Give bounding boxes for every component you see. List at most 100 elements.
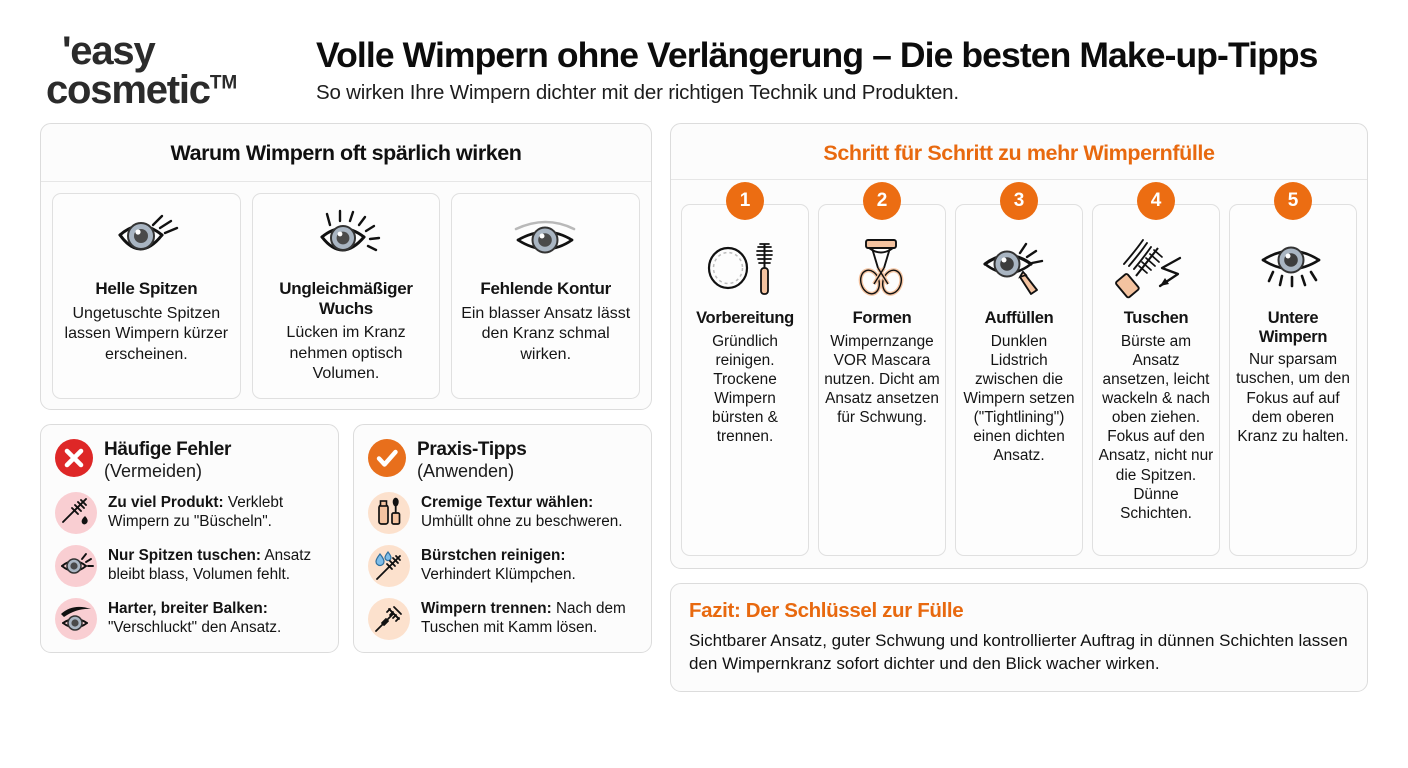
step-number-badge: 4: [1137, 182, 1175, 221]
step-title: Auffüllen: [984, 309, 1054, 328]
step-desc: Gründlich reinigen. Trockene Wimpern bür…: [712, 332, 778, 446]
why-card: Helle Spitzen Ungetuschte Spitzen lassen…: [52, 193, 241, 400]
list-item-text: Nur Spitzen tuschen: Ansatz bleibt blass…: [108, 545, 324, 585]
step-title: Tuschen: [1123, 309, 1189, 328]
list-item: Zu viel Produkt: Verklebt Wimpern zu "Bü…: [55, 492, 324, 535]
step-number-badge: 1: [726, 182, 764, 221]
eye-tips-only-icon: [55, 545, 97, 588]
header: 'easy cosmeticTM Volle Wimpern ohne Verl…: [0, 0, 1408, 110]
mistakes-header: Häufige Fehler (Vermeiden): [55, 439, 324, 481]
list-item-body: Nach dem Tuschen mit Kamm lösen.: [421, 600, 626, 636]
tips-header: Praxis-Tipps (Anwenden): [368, 439, 637, 481]
brand-line-1: 'easy: [62, 29, 156, 73]
why-card-row: Helle Spitzen Ungetuschte Spitzen lassen…: [41, 182, 651, 400]
list-item-label: Bürstchen reinigen:: [421, 547, 566, 565]
steps-row: 1 Vorbereit: [671, 180, 1367, 557]
steps-panel: Schritt für Schritt zu mehr Wimpernfülle…: [670, 123, 1368, 570]
step-card: 2: [818, 182, 946, 557]
tips-title: Praxis-Tipps: [417, 439, 527, 461]
mistakes-subtitle: (Vermeiden): [104, 460, 203, 481]
right-column: Schritt für Schritt zu mehr Wimpernfülle…: [670, 123, 1368, 693]
mascara-tube-icon: [368, 492, 410, 535]
list-item: Nur Spitzen tuschen: Ansatz bleibt blass…: [55, 545, 324, 588]
why-card-desc: Ein blasser Ansatz lässt den Kranz schma…: [461, 304, 631, 363]
eye-uneven-lashes-icon: [300, 207, 392, 273]
mascara-wand-clump-icon: [55, 492, 97, 535]
list-item: Cremige Textur wählen: Umhüllt ohne zu b…: [368, 492, 637, 535]
mistakes-titles: Häufige Fehler (Vermeiden): [104, 439, 231, 481]
brush-cleaning-icon: [368, 545, 410, 588]
tips-titles: Praxis-Tipps (Anwenden): [417, 439, 527, 481]
steps-panel-title: Schritt für Schritt zu mehr Wimpernfülle: [671, 124, 1367, 181]
why-card-title: Fehlende Kontur: [480, 279, 611, 299]
step-card: 4: [1092, 182, 1220, 557]
page-subtitle: So wirken Ihre Wimpern dichter mit der r…: [316, 80, 959, 104]
list-item-body: Umhüllt ohne zu beschweren.: [421, 512, 623, 530]
list-item-body: Verklebt Wimpern zu "Büscheln".: [108, 494, 284, 530]
list-item-body: Verhindert Klümpchen.: [421, 565, 576, 583]
why-card: Fehlende Kontur Ein blasser Ansatz lässt…: [451, 193, 641, 400]
list-item-label: Cremige Textur wählen:: [421, 494, 594, 512]
list-item: Wimpern trennen: Nach dem Tuschen mit Ka…: [368, 598, 637, 641]
step-desc: Wimpernzange VOR Mascara nutzen. Dicht a…: [824, 332, 940, 427]
why-panel: Warum Wimpern oft spärlich wirken: [40, 123, 652, 411]
list-item-label: Harter, breiter Balken:: [108, 600, 268, 618]
list-item-body: Ansatz bleibt blass, Volumen fehlt.: [108, 547, 312, 583]
cotton-pad-spoolie-icon: [687, 231, 803, 303]
step-title: Untere Wimpern: [1258, 309, 1328, 346]
eye-pencil-tightline-icon: [961, 231, 1077, 303]
list-item-text: Harter, breiter Balken: "Verschluckt" de…: [108, 598, 324, 638]
tips-subtitle: (Anwenden): [417, 460, 515, 481]
conclusion-title: Fazit: Der Schlüssel zur Fülle: [689, 599, 964, 623]
left-column: Warum Wimpern oft spärlich wirken: [40, 123, 652, 692]
mascara-zigzag-icon: [1098, 231, 1214, 303]
why-panel-title: Warum Wimpern oft spärlich wirken: [41, 124, 651, 183]
step-number-badge: 3: [1000, 182, 1038, 221]
list-item-text: Cremige Textur wählen: Umhüllt ohne zu b…: [421, 492, 637, 532]
lash-comb-icon: [368, 598, 410, 641]
step-desc: Nur sparsam tuschen, um den Fokus auf au…: [1236, 351, 1350, 445]
step-card: 1 Vorbereit: [681, 182, 809, 557]
step-title: Vorbereitung: [696, 309, 794, 328]
step-number-badge: 5: [1274, 182, 1312, 221]
brand-logo: 'easy cosmeticTM: [40, 26, 308, 110]
why-card-title: Ungleichmäßiger Wuchs: [279, 279, 413, 318]
list-item-label: Nur Spitzen tuschen:: [108, 547, 261, 565]
list-item-label: Wimpern trennen:: [421, 600, 552, 618]
lower-boxes-row: Häufige Fehler (Vermeiden): [40, 424, 652, 654]
x-mark-icon: [55, 439, 93, 478]
step-number-badge: 2: [863, 182, 901, 221]
mistakes-box: Häufige Fehler (Vermeiden): [40, 424, 339, 654]
list-item-label: Zu viel Produkt:: [108, 494, 224, 512]
step-title: Formen: [852, 309, 912, 328]
content-area: Warum Wimpern oft spärlich wirken: [0, 110, 1408, 693]
list-item: Bürstchen reinigen: Verhindert Klümpchen…: [368, 545, 637, 588]
why-card-title: Helle Spitzen: [95, 279, 198, 299]
mistakes-title: Häufige Fehler: [104, 439, 232, 461]
brand-line-2: cosmeticTM: [40, 68, 308, 113]
step-desc: Bürste am Ansatz ansetzen, leicht wackel…: [1098, 332, 1214, 522]
eye-no-contour-icon: [500, 207, 592, 273]
step-card: 5: [1229, 182, 1357, 557]
page-title: Volle Wimpern ohne Verlängerung – Die be…: [316, 35, 1318, 75]
conclusion-text: Sichtbarer Ansatz, guter Schwung und kon…: [689, 631, 1348, 673]
header-text: Volle Wimpern ohne Verlängerung – Die be…: [308, 26, 1368, 105]
eye-thick-liner-icon: [55, 598, 97, 641]
step-card: 3: [955, 182, 1083, 557]
why-card-desc: Lücken im Kranz nehmen optisch Volumen.: [286, 324, 406, 383]
list-item-text: Wimpern trennen: Nach dem Tuschen mit Ka…: [421, 598, 637, 638]
check-mark-icon: [368, 439, 406, 478]
brand-word: cosmetic: [46, 68, 211, 113]
list-item: Harter, breiter Balken: "Verschluckt" de…: [55, 598, 324, 641]
why-card-desc: Ungetuschte Spitzen lassen Wimpern kürze…: [64, 304, 229, 363]
list-item-body: "Verschluckt" den Ansatz.: [108, 618, 282, 636]
conclusion-box: Fazit: Der Schlüssel zur Fülle Sichtbare…: [670, 583, 1368, 693]
eye-lower-lashes-icon: [1235, 231, 1351, 303]
step-desc: Dunklen Lidstrich zwischen die Wimpern s…: [963, 332, 1075, 465]
eye-light-tips-icon: [100, 207, 192, 273]
trademark-symbol: TM: [209, 72, 238, 94]
list-item-text: Bürstchen reinigen: Verhindert Klümpchen…: [421, 545, 637, 585]
why-card: Ungleichmäßiger Wuchs Lücken im Kranz ne…: [251, 193, 441, 400]
list-item-text: Zu viel Produkt: Verklebt Wimpern zu "Bü…: [108, 492, 324, 532]
